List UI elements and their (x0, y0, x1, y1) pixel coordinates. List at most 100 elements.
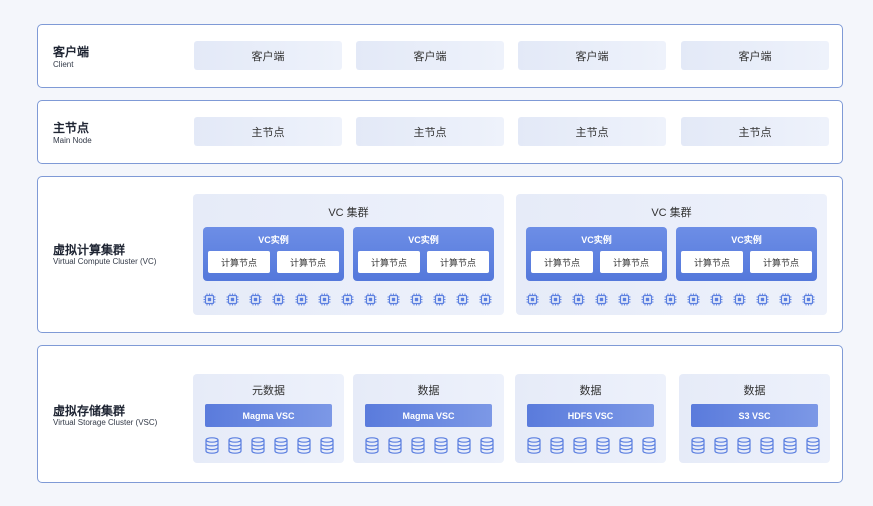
database-icon (480, 437, 494, 454)
client-cell: 客户端 (518, 41, 666, 70)
client-cell: 客户端 (194, 41, 342, 70)
chip-row (203, 293, 498, 306)
database-icon (619, 437, 633, 454)
cpu-chip-icon (433, 293, 446, 306)
vc-cluster: VC 集群 VC实例 计算节点 计算节点 VC实例 计算节点 计算节点 (516, 194, 827, 315)
cpu-chip-icon (479, 293, 492, 306)
database-icon (806, 437, 820, 454)
compute-node: 计算节点 (600, 251, 662, 273)
database-icon (691, 437, 705, 454)
cpu-chip-icon (664, 293, 677, 306)
chip-row (526, 293, 821, 306)
cpu-chip-icon (779, 293, 792, 306)
cpu-chip-icon (618, 293, 631, 306)
cpu-chip-icon (549, 293, 562, 306)
database-icon (411, 437, 425, 454)
layer-title: 客户端 (53, 45, 90, 59)
cpu-chip-icon (456, 293, 469, 306)
storage-group-title: 数据 (743, 385, 766, 397)
main-node-cell: 主节点 (681, 117, 829, 146)
vsc-layer: 虚拟存储集群 Virtual Storage Cluster (VSC) 元数据… (37, 345, 843, 483)
database-icon (783, 437, 797, 454)
database-icon (365, 437, 379, 454)
database-icon (642, 437, 656, 454)
compute-node: 计算节点 (681, 251, 743, 273)
vc-instance: VC实例 计算节点 计算节点 (353, 227, 494, 281)
database-icon (714, 437, 728, 454)
storage-group: 数据 HDFS VSC (515, 374, 666, 463)
database-icon (388, 437, 402, 454)
cpu-chip-icon (341, 293, 354, 306)
compute-node: 计算节点 (277, 251, 339, 273)
cpu-chip-icon (318, 293, 331, 306)
layer-title: 主节点 (53, 121, 90, 135)
cpu-chip-icon (387, 293, 400, 306)
layer-title: 虚拟计算集群 (53, 243, 126, 257)
compute-node: 计算节点 (531, 251, 593, 273)
compute-node: 计算节点 (750, 251, 812, 273)
cpu-chip-icon (249, 293, 262, 306)
vsc-bar: Magma VSC (205, 404, 332, 427)
client-cell: 客户端 (356, 41, 504, 70)
vc-cluster-title: VC 集群 (651, 207, 692, 219)
main-node-cell: 主节点 (194, 117, 342, 146)
cpu-chip-icon (203, 293, 216, 306)
database-icon (457, 437, 471, 454)
database-icon (550, 437, 564, 454)
cpu-chip-icon (710, 293, 723, 306)
main-node-cell: 主节点 (356, 117, 504, 146)
database-icon (737, 437, 751, 454)
cpu-chip-icon (687, 293, 700, 306)
database-icon (596, 437, 610, 454)
database-icon (205, 437, 219, 454)
database-icon (251, 437, 265, 454)
database-icon (573, 437, 587, 454)
main-node-layer: 主节点 Main Node 主节点 主节点 主节点 主节点 (37, 100, 843, 164)
database-icon (274, 437, 288, 454)
storage-group-title: 数据 (579, 385, 602, 397)
cpu-chip-icon (526, 293, 539, 306)
vc-cluster-title: VC 集群 (328, 207, 369, 219)
compute-node: 计算节点 (358, 251, 420, 273)
cpu-chip-icon (410, 293, 423, 306)
storage-group-title: 元数据 (252, 385, 285, 397)
vc-layer: 虚拟计算集群 Virtual Compute Cluster (VC) VC 集… (37, 176, 843, 333)
vsc-bar: Magma VSC (365, 404, 492, 427)
cpu-chip-icon (756, 293, 769, 306)
compute-node: 计算节点 (427, 251, 489, 273)
layer-subtitle: Main Node (53, 136, 92, 145)
storage-group: 元数据 Magma VSC (193, 374, 344, 463)
database-icon (228, 437, 242, 454)
database-icon (320, 437, 334, 454)
vc-instance-title: VC实例 (581, 235, 612, 245)
cpu-chip-icon (641, 293, 654, 306)
vc-instance-title: VC实例 (258, 235, 289, 245)
layer-subtitle: Virtual Compute Cluster (VC) (53, 257, 157, 266)
compute-node: 计算节点 (208, 251, 270, 273)
database-icon (527, 437, 541, 454)
cpu-chip-icon (272, 293, 285, 306)
cpu-chip-icon (733, 293, 746, 306)
cpu-chip-icon (802, 293, 815, 306)
vc-instance-title: VC实例 (408, 235, 439, 245)
layer-subtitle: Client (53, 60, 74, 69)
vc-instance-title: VC实例 (731, 235, 762, 245)
vsc-bar: S3 VSC (691, 404, 818, 427)
layer-subtitle: Virtual Storage Cluster (VSC) (53, 418, 158, 427)
database-icon (760, 437, 774, 454)
vc-instance: VC实例 计算节点 计算节点 (526, 227, 667, 281)
cpu-chip-icon (226, 293, 239, 306)
cpu-chip-icon (364, 293, 377, 306)
vc-instance: VC实例 计算节点 计算节点 (203, 227, 344, 281)
database-icon (297, 437, 311, 454)
vsc-bar: HDFS VSC (527, 404, 654, 427)
storage-group: 数据 Magma VSC (353, 374, 504, 463)
client-cell: 客户端 (681, 41, 829, 70)
cpu-chip-icon (595, 293, 608, 306)
vc-instance: VC实例 计算节点 计算节点 (676, 227, 817, 281)
storage-group-title: 数据 (417, 385, 440, 397)
storage-group: 数据 S3 VSC (679, 374, 830, 463)
layer-title: 虚拟存储集群 (53, 404, 126, 418)
vc-cluster: VC 集群 VC实例 计算节点 计算节点 VC实例 计算节点 计算节点 (193, 194, 504, 315)
cpu-chip-icon (295, 293, 308, 306)
